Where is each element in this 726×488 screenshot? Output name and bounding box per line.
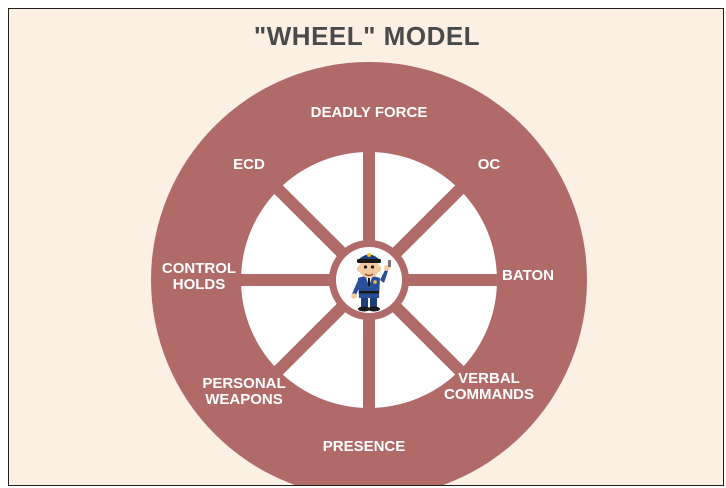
wheel-diagram — [151, 62, 587, 485]
wheel-segment-bottom-left — [282, 312, 364, 408]
wheel-segment-right-bottom — [401, 285, 497, 367]
label-deadly-force: DEADLY FORCE — [310, 104, 428, 121]
label-baton: BATON — [502, 267, 554, 284]
wheel-segment-right-top — [401, 193, 497, 275]
label-oc: OC — [477, 156, 501, 173]
label-personal-weapons: PERSONAL WEAPONS — [202, 375, 286, 408]
label-presence: PRESENCE — [322, 438, 406, 455]
label-verbal-commands: VERBAL COMMANDS — [444, 370, 534, 403]
label-ecd: ECD — [233, 156, 265, 173]
police-officer-icon — [351, 253, 391, 312]
label-control-holds: CONTROL HOLDS — [161, 260, 237, 293]
wheel-segments — [241, 152, 497, 408]
page-title: "WHEEL" MODEL — [253, 21, 481, 51]
wheel-segment-top-left — [282, 152, 364, 248]
wheel-segment-bottom-right — [374, 312, 456, 408]
wheel-segment-top-right — [374, 152, 456, 248]
wheel-segment-left-bottom — [241, 285, 337, 367]
wheel-segment-left-top — [241, 193, 337, 275]
slide: "WHEEL" MODEL — [8, 8, 724, 486]
